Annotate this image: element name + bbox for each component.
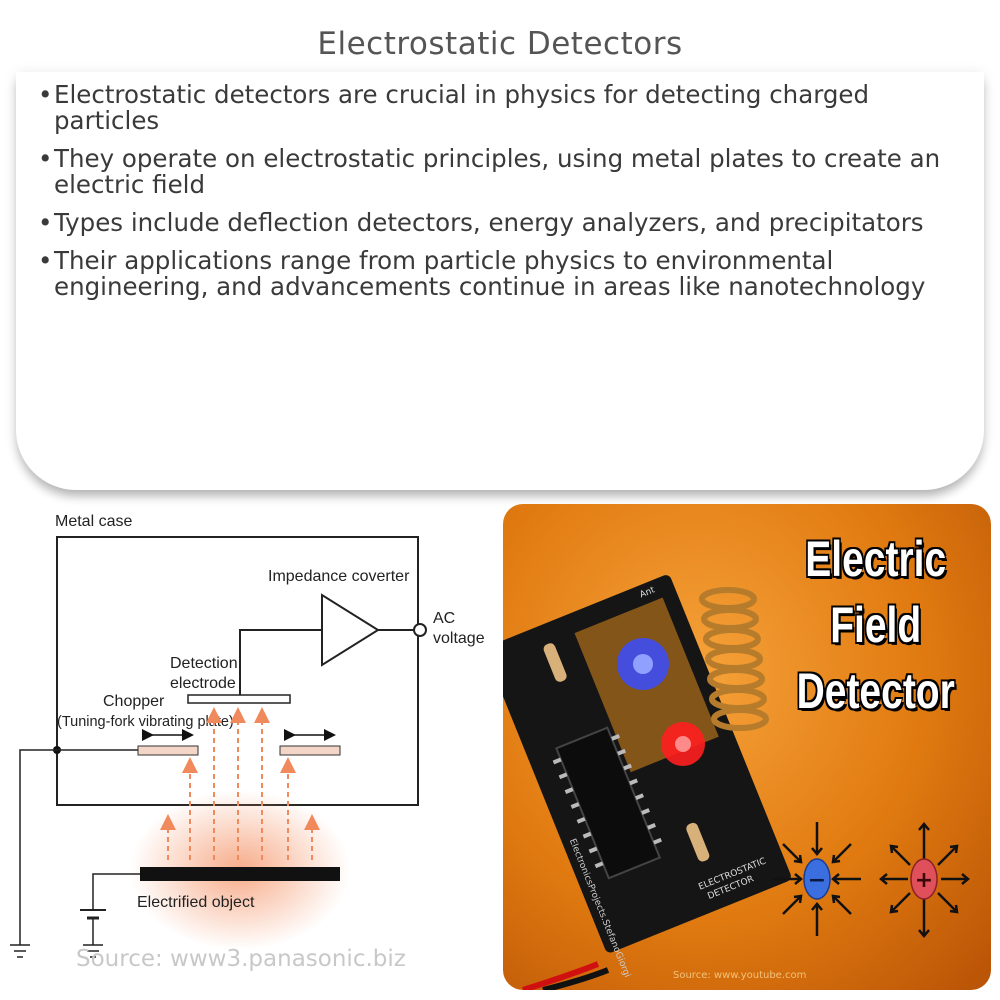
- field-arrows: [160, 707, 320, 860]
- impedance-converter-label: Impedance coverter: [268, 568, 410, 585]
- positive-charge-icon: [879, 822, 970, 938]
- detector-diagram: Metal case Impedance coverter AC voltage…: [0, 500, 496, 1000]
- page-title: Electrostatic Detectors: [317, 26, 683, 62]
- bullet-item: Their applications range from particle p…: [38, 248, 978, 300]
- chopper-plate-left: [137, 745, 199, 756]
- ac-output-terminal: [413, 623, 427, 637]
- bullet-list: Electrostatic detectors are crucial in p…: [38, 82, 978, 312]
- detector-photo: ELECTROSTATIC DETECTOR ElectronicsProjec…: [503, 504, 991, 990]
- electrified-object-label: Electrified object: [137, 894, 255, 911]
- chopper-label: Chopper: [103, 693, 165, 710]
- detection-electrode-label-1: Detection: [170, 655, 238, 672]
- electrified-object: [140, 867, 340, 881]
- impedance-converter-symbol: [321, 593, 380, 667]
- negative-sign: −: [808, 868, 826, 893]
- bullet-item: Types include deflection detectors, ener…: [38, 210, 978, 237]
- negative-charge-icon: [773, 822, 861, 936]
- detection-electrode: [187, 694, 291, 704]
- photo-title-line-1: Electric Field: [805, 531, 947, 653]
- chopper-sub-label: (Tuning-fork vibrating plate): [57, 714, 234, 730]
- antenna-coil: [699, 587, 769, 731]
- positive-sign: +: [915, 868, 933, 893]
- photo-source-credit: Source: www.youtube.com: [673, 970, 807, 981]
- bullet-item: Electrostatic detectors are crucial in p…: [38, 82, 978, 134]
- chopper-plate-right: [279, 745, 341, 756]
- diagram-source-credit: Source: www3.panasonic.biz: [76, 946, 406, 972]
- photo-title: Electric Field Detector: [770, 526, 981, 724]
- detection-electrode-label-2: electrode: [170, 675, 236, 692]
- ac-voltage-label-1: AC: [433, 610, 455, 627]
- bullet-item: They operate on electrostatic principles…: [38, 146, 978, 198]
- ac-voltage-label-2: voltage: [433, 630, 485, 647]
- metal-case-label: Metal case: [55, 513, 132, 530]
- ic-chip: [555, 726, 662, 880]
- photo-title-line-2: Detector: [796, 663, 955, 719]
